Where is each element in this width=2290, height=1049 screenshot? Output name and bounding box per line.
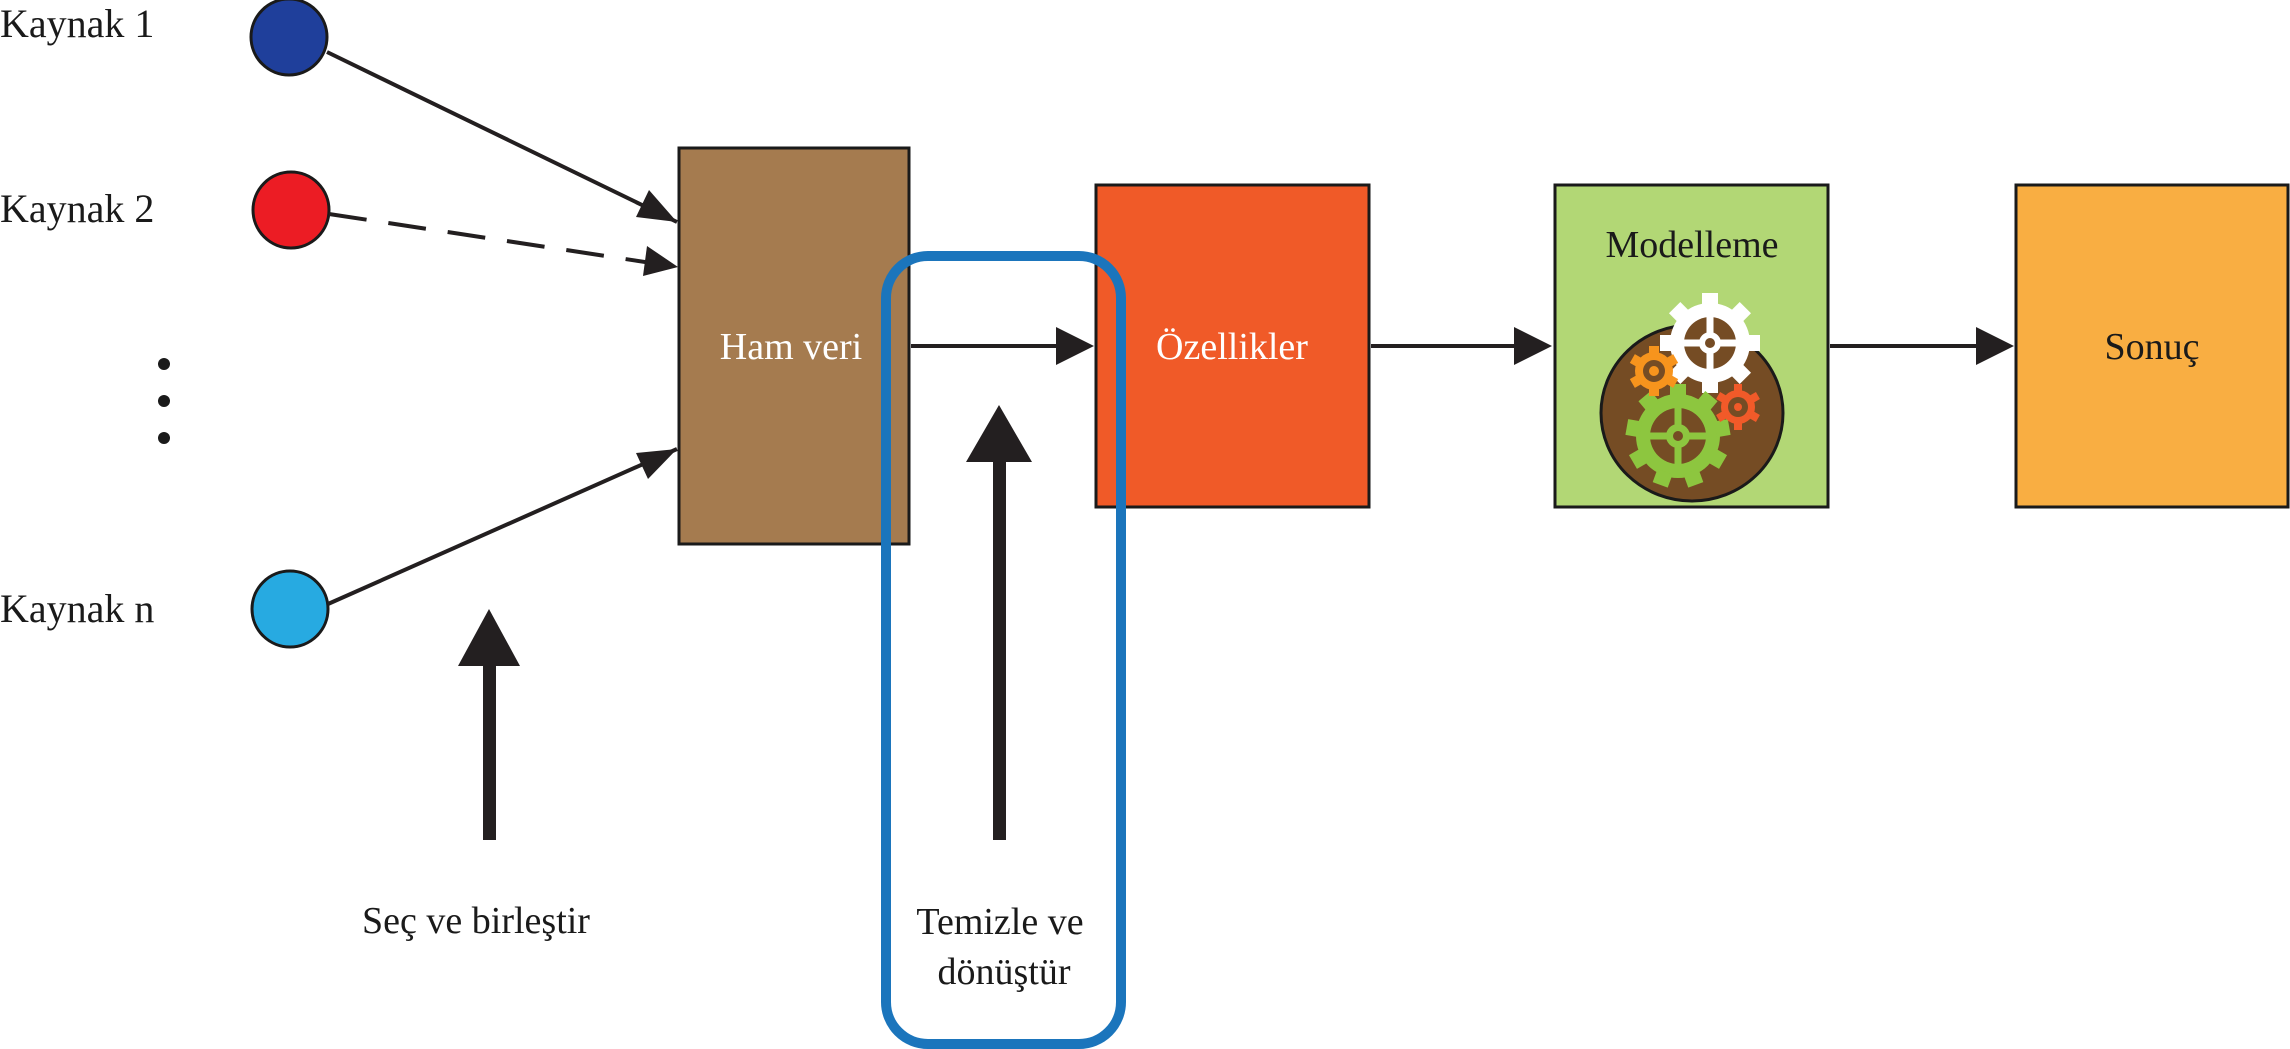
source-node-1 bbox=[249, 0, 329, 77]
arrow-source-1 bbox=[326, 50, 678, 224]
source-label-n: Kaynak n bbox=[0, 586, 154, 631]
raw-data-label: Ham veri bbox=[720, 326, 862, 368]
gears-icon bbox=[1599, 293, 1785, 503]
arrowhead-source-1 bbox=[636, 190, 677, 222]
clean-transform-arrowhead bbox=[966, 405, 1032, 462]
select-merge-arrowhead bbox=[458, 609, 520, 666]
arrowhead-raw-to-features bbox=[1056, 327, 1094, 365]
arrowhead-modeling-to-result bbox=[1976, 327, 2014, 365]
source-label-1: Kaynak 1 bbox=[0, 1, 154, 46]
modeling-label: Modelleme bbox=[1605, 224, 1778, 266]
clean-transform-label-line1: Temizle ve bbox=[916, 901, 1083, 943]
arrowhead-features-to-modeling bbox=[1514, 327, 1552, 365]
result-label: Sonuç bbox=[2105, 326, 2200, 368]
result-box bbox=[2014, 183, 2290, 509]
features-label: Özellikler bbox=[1156, 326, 1308, 368]
select-merge-label: Seç ve birleştir bbox=[362, 900, 590, 942]
arrow-source-2 bbox=[328, 212, 679, 269]
features-box bbox=[1094, 183, 1371, 509]
clean-transform-arrow-shaft bbox=[993, 455, 1006, 840]
arrowhead-source-2 bbox=[643, 246, 678, 276]
clean-transform-label-line2: dönüştür bbox=[938, 951, 1071, 993]
source-label-2: Kaynak 2 bbox=[0, 186, 154, 231]
source-node-2 bbox=[251, 170, 331, 250]
arrowhead-source-n bbox=[636, 449, 677, 479]
arrow-source-n bbox=[327, 447, 678, 606]
select-merge-arrow-shaft bbox=[483, 660, 496, 840]
raw-data-box bbox=[677, 146, 911, 546]
source-node-n bbox=[250, 569, 330, 649]
ellipsis-dots bbox=[158, 358, 170, 444]
clean-transform-highlight-frame bbox=[881, 251, 1126, 1049]
